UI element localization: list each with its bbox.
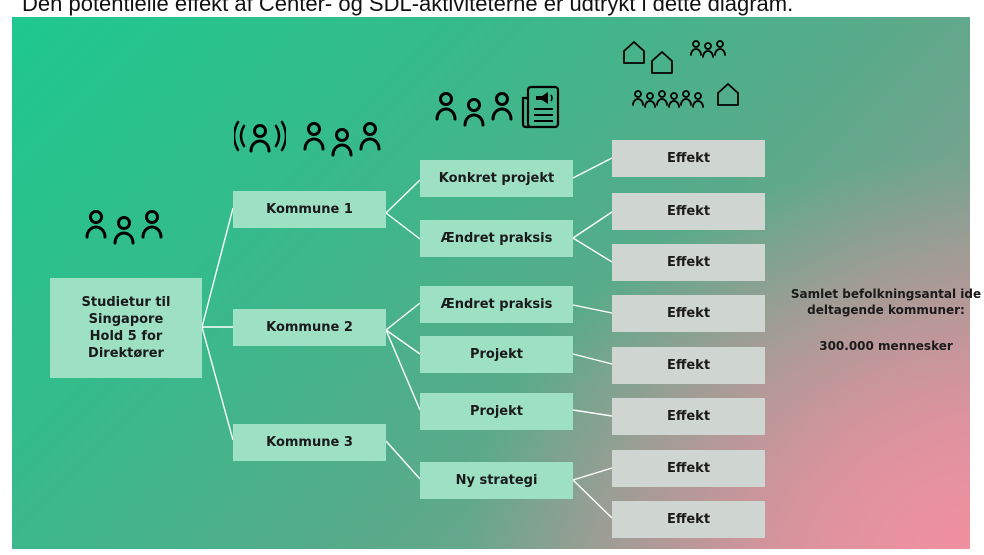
outcome-label: Ændret praksis — [440, 231, 553, 246]
connector — [572, 409, 613, 417]
effect-label: Effekt — [666, 409, 711, 424]
outcome-node: Ny strategi — [420, 462, 573, 499]
effect-node: Effekt — [612, 140, 765, 177]
caption: Den potentielle effekt af Center- og SDL… — [22, 0, 794, 16]
municipality-label: Kommune 2 — [266, 320, 353, 335]
connector — [385, 212, 421, 240]
connector — [201, 326, 234, 441]
people-group-icon — [303, 122, 381, 157]
outcome-node: Projekt — [420, 393, 573, 430]
connector — [385, 329, 421, 411]
people-group-icon — [435, 92, 513, 127]
population-total: 300.000 mennesker — [819, 339, 953, 353]
outcome-node: Ændret praksis — [420, 286, 573, 323]
root-node: Studietur til Singapore Hold 5 for Direk… — [50, 278, 202, 378]
outcome-node: Konkret projekt — [420, 160, 573, 197]
effect-label: Effekt — [666, 151, 711, 166]
connector — [572, 353, 613, 365]
connector — [572, 304, 613, 314]
municipality-node: Kommune 1 — [233, 191, 386, 228]
outcome-label: Konkret projekt — [438, 171, 555, 186]
connector — [385, 302, 421, 331]
effect-label: Effekt — [666, 306, 711, 321]
connector — [572, 479, 613, 519]
municipality-label: Kommune 3 — [266, 435, 353, 450]
effect-node: Effekt — [612, 295, 765, 332]
effect-label: Effekt — [666, 204, 711, 219]
connector — [572, 211, 613, 239]
newspaper-megaphone-icon — [521, 85, 560, 129]
connector — [385, 179, 421, 214]
effect-node: Effekt — [612, 501, 765, 538]
effect-label: Effekt — [666, 512, 711, 527]
population-note: Samlet befolkningsantal ide deltagende k… — [790, 286, 982, 354]
note-text: Samlet befolkningsantal ide deltagende k… — [790, 287, 982, 317]
connector — [572, 157, 613, 179]
effect-label: Effekt — [666, 255, 711, 270]
effect-label: Effekt — [666, 461, 711, 476]
connector — [385, 440, 421, 480]
effect-node: Effekt — [612, 193, 765, 230]
outcome-node: Ændret praksis — [420, 220, 573, 257]
houses-icon — [623, 40, 739, 108]
connector — [201, 207, 234, 328]
outcome-label: Ny strategi — [455, 473, 538, 488]
outcome-node: Projekt — [420, 336, 573, 373]
municipality-label: Kommune 1 — [266, 202, 353, 217]
outcome-label: Projekt — [469, 404, 523, 419]
root-label: Studietur til Singapore Hold 5 for Direk… — [81, 295, 171, 361]
connector — [572, 237, 613, 263]
municipality-node: Kommune 2 — [233, 309, 386, 346]
broadcast-person-icon — [234, 120, 286, 153]
effect-node: Effekt — [612, 347, 765, 384]
municipality-node: Kommune 3 — [233, 424, 386, 461]
connector — [385, 329, 421, 355]
outcome-label: Ændret praksis — [440, 297, 553, 312]
effect-label: Effekt — [666, 358, 711, 373]
effect-node: Effekt — [612, 244, 765, 281]
connector — [572, 467, 613, 481]
people-group-icon — [85, 210, 163, 245]
effect-node: Effekt — [612, 398, 765, 435]
outcome-label: Projekt — [469, 347, 523, 362]
effect-node: Effekt — [612, 450, 765, 487]
